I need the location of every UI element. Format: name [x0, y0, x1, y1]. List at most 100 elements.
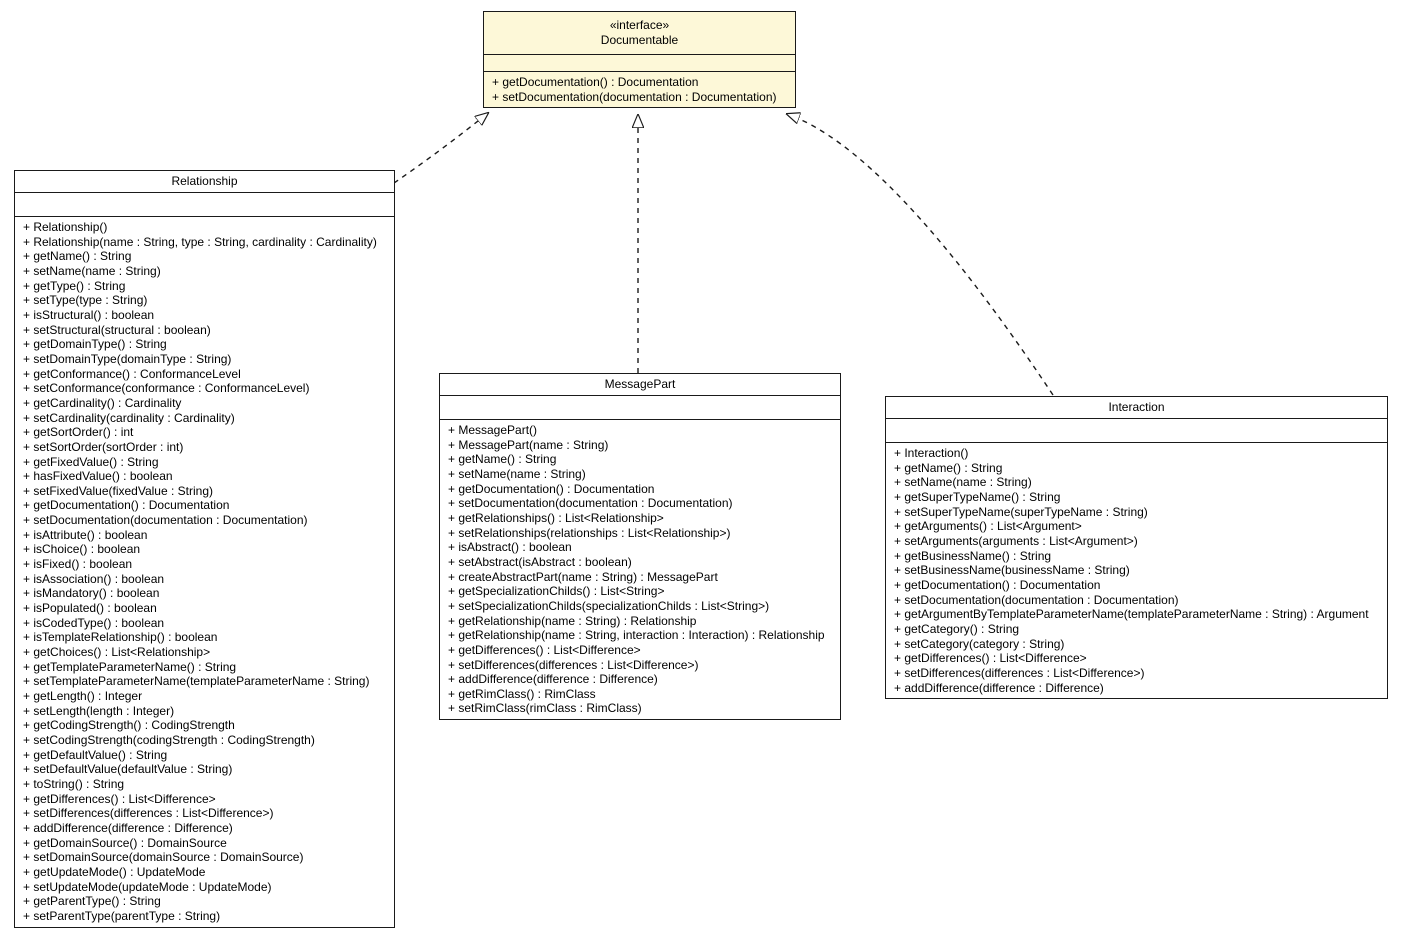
realization-relationship-to-documentable[interactable] [393, 113, 488, 184]
method-item: + getDocumentation() : Documentation [492, 75, 699, 89]
method-item: + addDifference(difference : Difference) [448, 672, 658, 687]
method-item: + getCardinality() : Cardinality [23, 395, 182, 410]
method-item: + getUpdateMode() : UpdateMode [23, 864, 206, 879]
method-item: + getType() : String [23, 278, 126, 293]
method-item: + isAbstract() : boolean [448, 540, 572, 555]
method-item: + getSpecializationChilds() : List<Strin… [448, 584, 665, 599]
method-item: + Relationship(name : String, type : Str… [23, 234, 377, 249]
attributes-compartment [15, 193, 394, 217]
method-item: + setRelationships(relationships : List<… [448, 525, 731, 540]
methods-compartment: + MessagePart()+ MessagePart(name : Stri… [440, 420, 840, 719]
method-item: + getLength() : Integer [23, 689, 143, 703]
method-item: + setName(name : String) [23, 263, 161, 278]
method-item: + MessagePart(name : String) [448, 437, 609, 452]
method-item: + getRelationships() : List<Relationship… [448, 510, 664, 525]
method-item: + isFixed() : boolean [23, 557, 133, 572]
method-item: + getDocumentation() : Documentation [448, 481, 655, 496]
class-name: Relationship [171, 174, 238, 188]
method-item: + setName(name : String) [894, 475, 1032, 490]
method-item: + hasFixedValue() : boolean [23, 469, 173, 484]
method-item: + setUpdateMode(updateMode : UpdateMode) [23, 879, 272, 894]
class-name: Documentable [600, 33, 679, 47]
method-item: + getDocumentation() : Documentation [23, 498, 230, 513]
method-item: + setTemplateParameterName(templateParam… [23, 674, 370, 689]
method-item: + getRelationship(name : String, interac… [448, 628, 825, 643]
class-header: «interface» Documentable [484, 12, 795, 55]
method-item: + getDocumentation() : Documentation [894, 577, 1101, 592]
method-item: + getCategory() : String [894, 621, 1020, 636]
method-item: + setSpecializationChilds(specialization… [448, 598, 770, 613]
method-item: + setDifferences(differences : List<Diff… [448, 657, 699, 672]
method-item: + isPopulated() : boolean [23, 601, 157, 616]
method-item: + setDocumentation(documentation : Docum… [492, 89, 777, 104]
method-item: + getDifferences() : List<Difference> [448, 642, 641, 657]
method-item: + getName() : String [23, 249, 132, 264]
method-item: + setDocumentation(documentation : Docum… [894, 592, 1179, 607]
class-name: Interaction [1108, 400, 1165, 414]
method-item: + getCodingStrength() : CodingStrength [23, 718, 235, 733]
method-item: + setCodingStrength(codingStrength : Cod… [23, 732, 315, 747]
class-box-documentable[interactable]: «interface» Documentable + getDocumentat… [483, 11, 796, 109]
class-name: MessagePart [604, 377, 676, 391]
method-item: + setSuperTypeName(superTypeName : Strin… [894, 504, 1148, 519]
method-item: + Relationship() [23, 220, 108, 234]
method-item: + setDomainSource(domainSource : DomainS… [23, 850, 304, 865]
method-item: + addDifference(difference : Difference) [23, 820, 233, 835]
method-item: + isAssociation() : boolean [23, 571, 165, 586]
method-item: + setType(type : String) [23, 293, 148, 308]
method-item: + getDomainType() : String [23, 337, 167, 352]
attributes-compartment [484, 55, 795, 72]
method-item: + getName() : String [448, 452, 557, 467]
class-box-interaction[interactable]: Interaction + Interaction()+ getName() :… [885, 396, 1388, 700]
method-item: + setConformance(conformance : Conforman… [23, 381, 310, 396]
method-item: + setFixedValue(fixedValue : String) [23, 483, 213, 498]
method-item: + isChoice() : boolean [23, 542, 141, 557]
method-item: + setBusinessName(businessName : String) [894, 563, 1130, 578]
method-item: + setDifferences(differences : List<Diff… [894, 665, 1145, 680]
method-item: + setArguments(arguments : List<Argument… [894, 533, 1138, 548]
method-item: + setCardinality(cardinality : Cardinali… [23, 410, 235, 425]
method-item: + setDocumentation(documentation : Docum… [448, 496, 733, 511]
method-item: + getFixedValue() : String [23, 454, 159, 469]
method-item: + getRimClass() : RimClass [448, 686, 596, 701]
method-item: + isAttribute() : boolean [23, 527, 148, 542]
method-item: + setDifferences(differences : List<Diff… [23, 806, 274, 821]
class-box-messagepart[interactable]: MessagePart + MessagePart()+ MessagePart… [439, 373, 841, 721]
method-item: + getArgumentByTemplateParameterName(tem… [894, 607, 1369, 622]
method-item: + setRimClass(rimClass : RimClass) [448, 701, 642, 716]
method-item: + isCodedType() : boolean [23, 615, 165, 630]
method-item: + setDocumentation(documentation : Docum… [23, 513, 308, 528]
class-header: Relationship [15, 171, 394, 193]
method-item: + toString() : String [23, 776, 125, 791]
method-item: + setCategory(category : String) [894, 636, 1065, 651]
method-item: + getSortOrder() : int [23, 425, 134, 440]
class-header: MessagePart [440, 374, 840, 396]
method-item: + setStructural(structural : boolean) [23, 322, 211, 337]
method-item: + setDomainType(domainType : String) [23, 351, 232, 366]
method-item: + getArguments() : List<Argument> [894, 519, 1082, 534]
method-item: + getName() : String [894, 460, 1003, 475]
method-item: + getRelationship(name : String) : Relat… [448, 613, 697, 628]
method-item: + isTemplateRelationship() : boolean [23, 630, 218, 645]
class-header: Interaction [886, 397, 1387, 419]
method-item: + getDifferences() : List<Difference> [23, 791, 216, 806]
method-item: + isMandatory() : boolean [23, 586, 160, 601]
method-item: + addDifference(difference : Difference) [894, 680, 1104, 695]
method-item: + getChoices() : List<Relationship> [23, 645, 211, 660]
class-box-relationship[interactable]: Relationship + Relationship()+ Relations… [14, 170, 395, 928]
method-item: + setDefaultValue(defaultValue : String) [23, 762, 233, 777]
methods-compartment: + Interaction()+ getName() : String+ set… [886, 443, 1387, 698]
method-item: + Interaction() [894, 446, 969, 460]
method-item: + getDefaultValue() : String [23, 747, 168, 762]
method-item: + getDomainSource() : DomainSource [23, 835, 227, 850]
method-item: + getTemplateParameterName() : String [23, 659, 237, 674]
method-item: + setLength(length : Integer) [23, 703, 175, 718]
method-item: + getBusinessName() : String [894, 548, 1052, 563]
attributes-compartment [886, 419, 1387, 443]
realization-interaction-to-documentable[interactable] [787, 114, 1054, 396]
method-item: + setAbstract(isAbstract : boolean) [448, 554, 632, 569]
attributes-compartment [440, 396, 840, 420]
method-item: + getConformance() : ConformanceLevel [23, 366, 241, 381]
method-item: + getSuperTypeName() : String [894, 489, 1061, 504]
